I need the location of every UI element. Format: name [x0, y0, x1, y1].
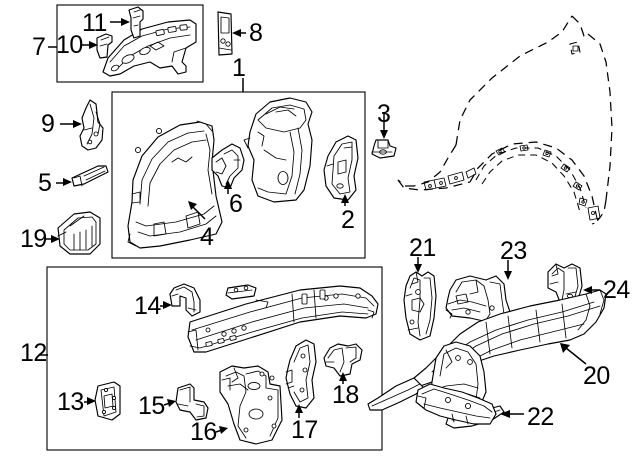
- callout-14[interactable]: 14: [134, 292, 161, 320]
- cowl-side-bracket: [57, 211, 101, 255]
- group-box-7: [56, 4, 204, 83]
- small-angle-bracket: [175, 383, 209, 421]
- callout-18[interactable]: 18: [332, 381, 359, 409]
- upper-rail-clip-a: [96, 33, 113, 59]
- callout-9[interactable]: 9: [41, 110, 55, 138]
- rail-reinforcement: [285, 339, 317, 409]
- corner-gusset: [547, 263, 583, 307]
- wheelhouse-inner-panel: [127, 120, 223, 249]
- rail-front-extension: [219, 365, 283, 445]
- rail-closure-bracket: [169, 283, 201, 317]
- group-box-12: [46, 266, 383, 451]
- callout-7[interactable]: 7: [32, 33, 46, 61]
- front-fender-outline: [397, 15, 613, 225]
- upper-rail-assembly: [96, 6, 197, 77]
- fender-apron-panel: [243, 97, 313, 203]
- callout-5[interactable]: 5: [38, 169, 52, 197]
- hinge-pillar-reinforcement: [323, 135, 359, 201]
- group-box-1: [111, 91, 366, 259]
- fender-apron-assembly: [127, 97, 359, 249]
- callout-3[interactable]: 3: [377, 100, 391, 128]
- gusset-panel: [79, 99, 104, 151]
- rail-small-tab: [225, 284, 257, 300]
- callout-15[interactable]: 15: [138, 392, 165, 420]
- callout-4[interactable]: 4: [200, 223, 214, 251]
- shock-tower-panel: [403, 271, 437, 341]
- cover-plate: [217, 11, 233, 56]
- callout-2[interactable]: 2: [341, 206, 355, 234]
- callout-6[interactable]: 6: [229, 190, 243, 218]
- small-mount-bracket: [371, 139, 397, 159]
- rail-gusset: [323, 343, 363, 377]
- callout-11[interactable]: 11: [82, 9, 107, 37]
- leader-lines: [40, 18, 600, 434]
- callout-16[interactable]: 16: [190, 418, 217, 446]
- callout-22[interactable]: 22: [527, 403, 554, 431]
- front-frame-rail: [187, 285, 379, 353]
- callout-10[interactable]: 10: [56, 31, 83, 59]
- brace-panel: [211, 143, 245, 189]
- callout-1[interactable]: 1: [232, 54, 246, 82]
- upper-rail-clip-b: [128, 6, 144, 39]
- callout-8[interactable]: 8: [249, 19, 263, 47]
- callout-19[interactable]: 19: [20, 225, 47, 253]
- callout-20[interactable]: 20: [583, 362, 610, 390]
- callout-17[interactable]: 17: [291, 416, 318, 444]
- callout-21[interactable]: 21: [409, 234, 436, 262]
- crossmember-bracket: [415, 383, 497, 425]
- reinforcement-bar: [71, 165, 109, 187]
- callout-12[interactable]: 12: [20, 339, 47, 367]
- frame-rail-assembly: [94, 283, 379, 445]
- end-cap-plate: [94, 381, 121, 421]
- callout-23[interactable]: 23: [500, 237, 527, 265]
- callout-13[interactable]: 13: [57, 388, 84, 416]
- callout-24[interactable]: 24: [603, 276, 630, 304]
